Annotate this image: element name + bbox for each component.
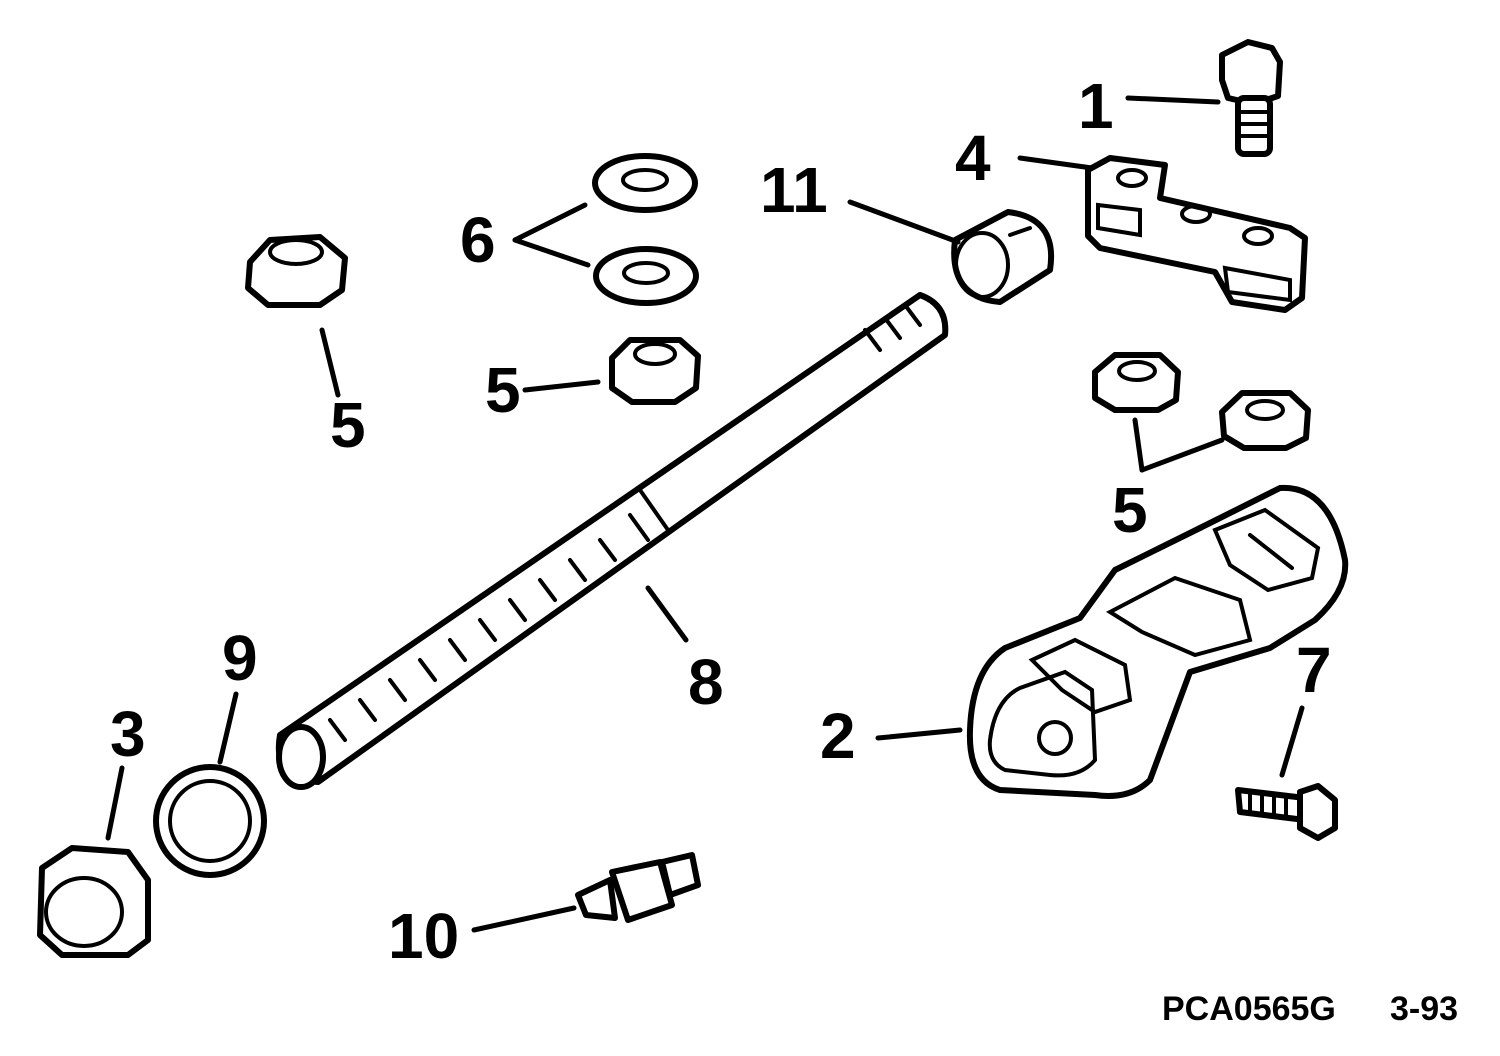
callout-7: 7 (1296, 634, 1332, 706)
leader-1 (1125, 95, 1221, 105)
callout-1: 1 (1078, 70, 1114, 142)
part-8-threaded-tube (275, 292, 949, 790)
leader-2 (875, 727, 963, 741)
page-reference: 3-93 (1390, 990, 1458, 1028)
part-7-bolt (1235, 783, 1338, 841)
leader-6-upper (512, 202, 588, 243)
part-5-nut-right-a (1092, 352, 1181, 413)
leader-8 (645, 585, 689, 643)
leader-7 (1279, 705, 1305, 778)
callout-labels: 1 4 11 6 5 5 5 8 9 3 2 7 10 (110, 70, 1332, 972)
callout-10: 10 (388, 900, 459, 972)
part-6-washer-upper (592, 153, 698, 213)
callout-5-left: 5 (330, 389, 366, 461)
part-10-grease-fitting (575, 852, 701, 923)
part-4-bracket (1085, 155, 1308, 313)
leader-9 (217, 691, 239, 765)
callout-5-right: 5 (1112, 474, 1148, 546)
leader-10 (471, 905, 577, 933)
leader-5-right-a (1132, 417, 1145, 473)
leader-5-center (522, 379, 601, 393)
leader-6-lower (512, 237, 591, 268)
callout-8: 8 (688, 646, 724, 718)
callout-4: 4 (955, 122, 991, 194)
part-2-link-housing (966, 484, 1349, 799)
callout-3: 3 (110, 698, 146, 770)
part-1-bolt (1219, 39, 1283, 157)
part-9-washer (153, 764, 267, 878)
drawing-code: PCA0565G (1162, 990, 1336, 1028)
callout-5-center: 5 (485, 354, 521, 426)
leader-5-right-b (1139, 437, 1225, 473)
leader-3 (105, 765, 125, 841)
part-11-bushing (951, 209, 1055, 305)
callout-6: 6 (460, 204, 496, 276)
part-5-nut-left (245, 234, 348, 308)
callout-11: 11 (760, 154, 828, 226)
leader-4 (1017, 155, 1095, 171)
leader-5-left (319, 327, 341, 398)
part-6-washer-lower (593, 246, 699, 306)
part-5-nut-center (609, 337, 701, 405)
leader-lines (105, 95, 1305, 933)
part-3-large-nut (37, 845, 151, 958)
callout-9: 9 (222, 622, 258, 694)
part-5-nut-right-b (1219, 390, 1311, 451)
callout-2: 2 (820, 700, 856, 772)
leader-11 (847, 199, 961, 245)
